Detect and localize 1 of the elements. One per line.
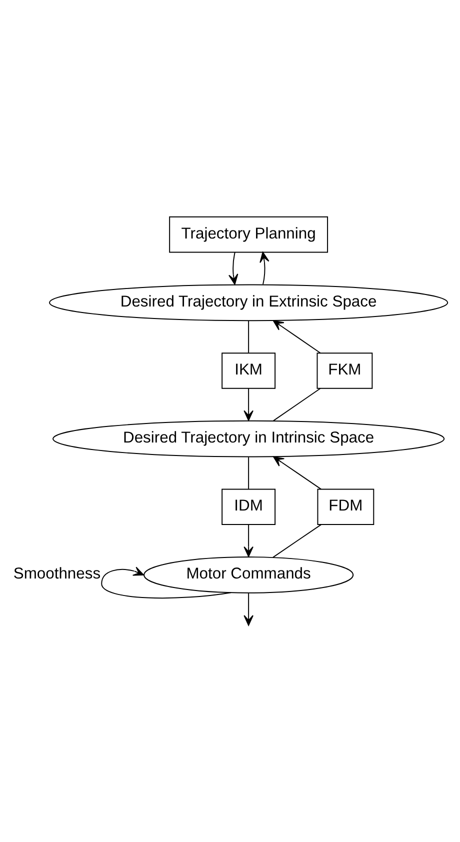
edge-label: Smoothness bbox=[13, 565, 101, 582]
